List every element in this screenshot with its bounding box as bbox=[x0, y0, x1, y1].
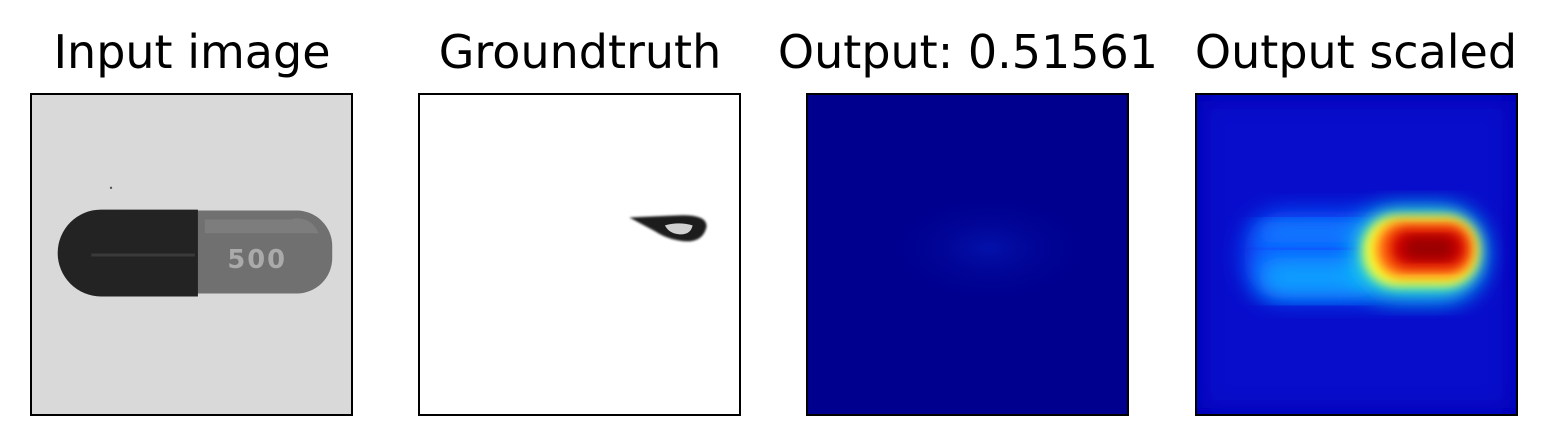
groundtruth-mask bbox=[420, 95, 739, 414]
panel-output bbox=[806, 93, 1129, 416]
output-heatmap bbox=[808, 95, 1127, 414]
input-image-capsule: 500 bbox=[32, 95, 351, 414]
panel-output-scaled bbox=[1195, 93, 1518, 416]
output-scaled-heatmap bbox=[1197, 95, 1516, 414]
panel-groundtruth bbox=[418, 93, 741, 416]
panel-title-groundtruth: Groundtruth bbox=[438, 25, 722, 79]
panel-title-input-image: Input image bbox=[53, 25, 331, 79]
panel-title-output: Output: 0.51561 bbox=[777, 25, 1159, 79]
panel-title-output-scaled: Output scaled bbox=[1194, 25, 1518, 79]
panel-input-image: 500 bbox=[30, 93, 353, 416]
capsule-print-text: 500 bbox=[227, 245, 286, 275]
